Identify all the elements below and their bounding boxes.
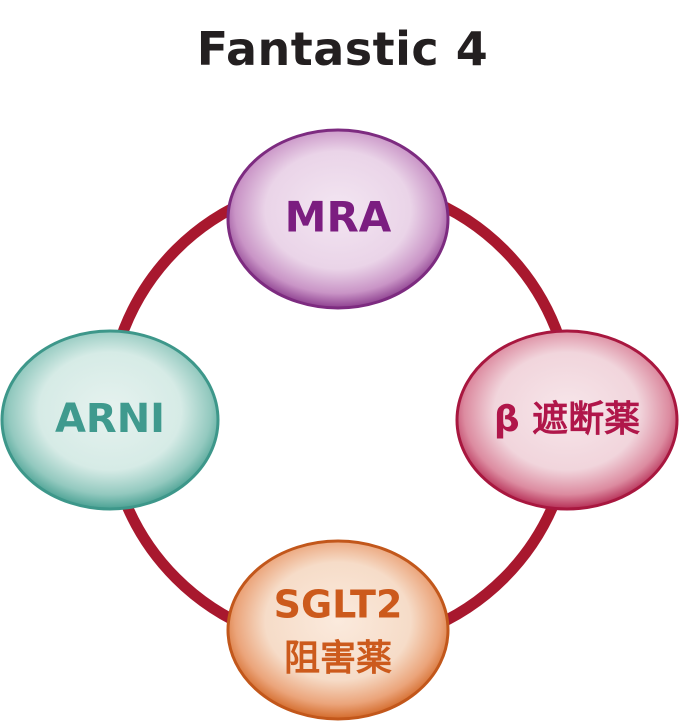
arni-label: ARNI bbox=[55, 396, 165, 442]
sglt2-label-line1: SGLT2 bbox=[274, 583, 403, 627]
node-mra: MRA bbox=[226, 128, 450, 310]
node-arni: ARNI bbox=[0, 329, 220, 511]
mra-label: MRA bbox=[285, 193, 392, 242]
node-sglt2-inhibitor: SGLT2 阻害薬 bbox=[226, 539, 450, 721]
node-beta-blocker: β 遮断薬 bbox=[455, 329, 679, 511]
diagram-title: Fantastic 4 bbox=[196, 22, 489, 76]
arni-ellipse bbox=[0, 329, 220, 511]
beta-blocker-label: β 遮断薬 bbox=[494, 399, 640, 440]
mra-ellipse bbox=[226, 128, 450, 310]
sglt2-label-line2: 阻害薬 bbox=[284, 638, 392, 679]
beta-blocker-ellipse bbox=[455, 329, 679, 511]
sglt2-ellipse bbox=[226, 539, 450, 721]
